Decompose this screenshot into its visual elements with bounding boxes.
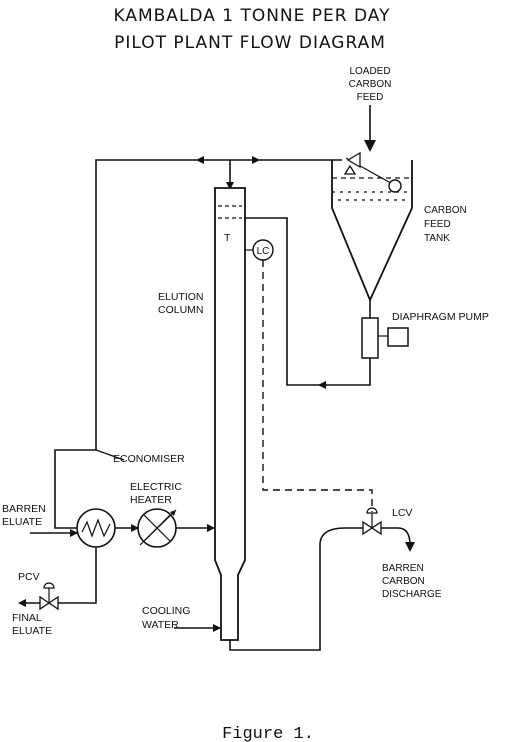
cooling-water-inlet-pipe <box>174 624 221 632</box>
pcv-valve <box>39 582 59 611</box>
carbon-feed-tank-label: CARBON FEED TANK <box>424 205 467 244</box>
svg-text:FEED: FEED <box>357 92 384 103</box>
svg-text:COLUMN: COLUMN <box>158 304 204 316</box>
cooling-water-label: COOLING WATER <box>142 605 190 631</box>
svg-text:ELUTION: ELUTION <box>158 291 204 303</box>
pcv-label: PCV <box>18 571 40 583</box>
diaphragm-pump <box>361 317 409 359</box>
barren-carbon-discharge-pipe <box>229 527 415 651</box>
svg-text:ELUATE: ELUATE <box>2 516 42 528</box>
diaphragm-pump-label: DIAPHRAGM PUMP <box>392 311 489 323</box>
title-line-2: PILOT PLANT FLOW DIAGRAM <box>114 33 386 53</box>
level-controller: LC <box>244 239 274 261</box>
barren-eluate-label: BARREN ELUATE <box>2 503 46 528</box>
economiser-label: ECONOMISER <box>113 453 185 465</box>
svg-text:DISCHARGE: DISCHARGE <box>382 589 442 600</box>
svg-text:ELUATE: ELUATE <box>12 625 52 637</box>
svg-text:LOADED: LOADED <box>349 66 390 77</box>
loaded-carbon-feed-label: LOADED CARBON FEED <box>349 66 392 103</box>
svg-text:TANK: TANK <box>424 233 450 244</box>
svg-text:FEED: FEED <box>424 219 451 230</box>
svg-text:LC: LC <box>257 246 270 257</box>
final-eluate-label: FINAL ELUATE <box>12 612 52 637</box>
svg-text:BARREN: BARREN <box>382 563 424 574</box>
electric-heater-label: ELECTRIC HEATER <box>130 481 182 506</box>
svg-text:CARBON: CARBON <box>424 205 467 216</box>
carbon-feed-tank <box>331 151 413 318</box>
svg-text:CARBON: CARBON <box>382 576 425 587</box>
overflow-header-pipe <box>95 156 342 450</box>
svg-text:WATER: WATER <box>142 619 179 631</box>
level-signal-line <box>262 260 373 512</box>
economiser <box>76 508 116 548</box>
economiser-leader <box>95 449 125 461</box>
recycle-pipe <box>244 217 371 389</box>
svg-text:COOLING: COOLING <box>142 605 190 617</box>
heater-feed-pipe <box>115 524 215 532</box>
title-line-1: KAMBALDA 1 TONNE PER DAY <box>114 6 391 26</box>
elution-column: T <box>214 187 246 641</box>
svg-text:CARBON: CARBON <box>349 79 392 90</box>
svg-text:ELECTRIC: ELECTRIC <box>130 481 182 493</box>
svg-text:BARREN: BARREN <box>2 503 46 515</box>
eluate-return-pipe <box>18 449 97 607</box>
svg-text:HEATER: HEATER <box>130 494 172 506</box>
elution-column-label: ELUTION COLUMN <box>158 291 204 316</box>
barren-eluate-inlet-pipe <box>30 529 78 537</box>
lcv-label: LCV <box>392 507 412 519</box>
carbon-feed-arrow <box>364 105 376 152</box>
svg-text:FINAL: FINAL <box>12 612 42 624</box>
lcv-valve <box>362 507 382 536</box>
barren-carbon-discharge-label: BARREN CARBON DISCHARGE <box>382 563 442 600</box>
electric-heater <box>137 508 177 548</box>
figure-caption: Figure 1. <box>222 725 314 742</box>
svg-text:T: T <box>224 232 231 244</box>
